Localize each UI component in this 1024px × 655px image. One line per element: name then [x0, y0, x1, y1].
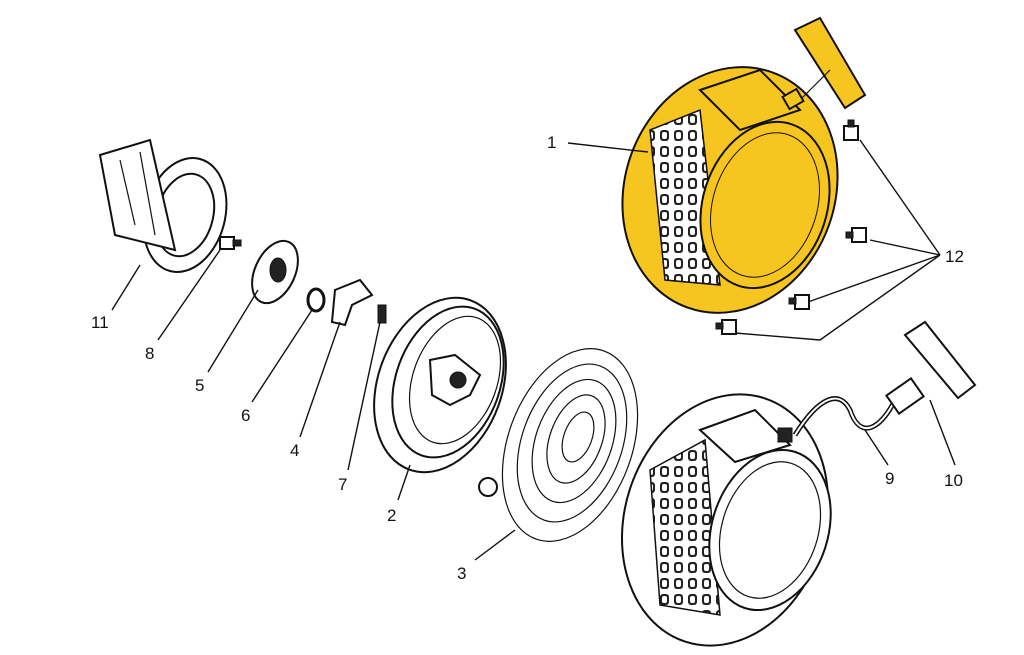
part-8-screw[interactable]: [219, 236, 242, 250]
callout-5: 5: [195, 376, 204, 395]
handle-1: [781, 16, 867, 111]
bolt: [845, 227, 867, 243]
callout-9: 9: [885, 469, 894, 488]
part-5-ratchet[interactable]: [243, 234, 307, 311]
part-1-starter-housing-highlighted[interactable]: [589, 16, 872, 343]
callout-12: 12: [945, 247, 964, 266]
bolt: [715, 319, 737, 335]
part-2-reel[interactable]: [351, 279, 529, 491]
callout-11: 11: [91, 313, 109, 332]
callout-2: 2: [387, 506, 396, 525]
callout-10: 10: [944, 471, 963, 490]
callout-1: 1: [547, 133, 556, 152]
callout-7: 7: [338, 475, 347, 494]
callout-4: 4: [290, 441, 299, 460]
callout-8: 8: [145, 344, 154, 363]
part-11-hub[interactable]: [98, 138, 239, 281]
part-10-handle[interactable]: [885, 320, 977, 416]
bolt: [843, 119, 859, 141]
callout-labels: 1 12 11 8 5 6 4 7 2 3 9 10: [91, 133, 964, 583]
part-6-o-ring[interactable]: [306, 287, 326, 313]
part-3-recoil-spring[interactable]: [478, 330, 663, 560]
part-4-pawl[interactable]: [330, 278, 374, 327]
callout-3: 3: [457, 564, 466, 583]
leader-lines: [111, 139, 956, 561]
part-7-spring[interactable]: [377, 304, 387, 324]
callout-6: 6: [241, 406, 250, 425]
part-12-bolts[interactable]: [715, 119, 867, 335]
assembled-starter[interactable]: [590, 367, 859, 655]
bolt: [788, 294, 810, 310]
